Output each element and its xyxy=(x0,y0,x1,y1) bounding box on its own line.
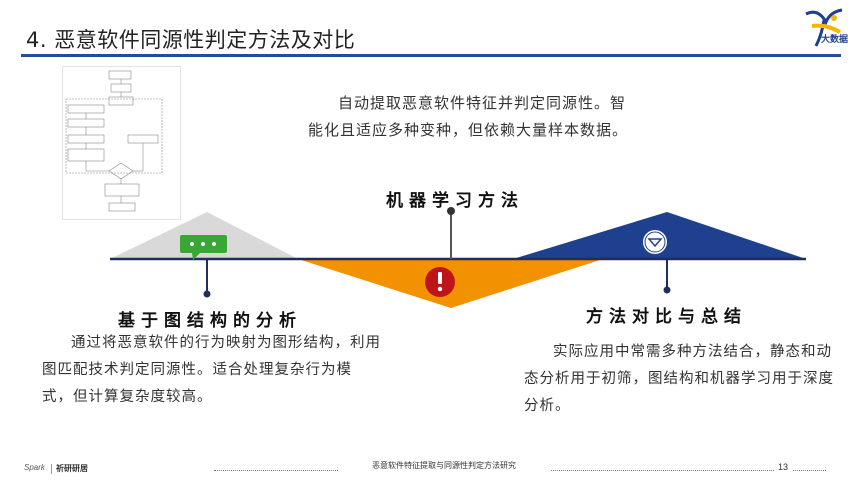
right-description: 实际应用中常需多种方法结合，静态和动态分析用于初筛，图结构和机器学习用于深度分析… xyxy=(524,344,834,414)
left-heading: 基于图结构的分析 xyxy=(118,311,302,331)
bigdata-logo-icon xyxy=(805,8,843,47)
right-pin-dot xyxy=(663,286,671,294)
center-description: 自动提取恶意软件特征并判定同源性。智能化且适应多种变种，但依赖大量样本数据。 xyxy=(308,94,629,139)
left-pin-dot xyxy=(203,290,211,298)
page-title: 4. 恶意软件同源性判定方法及对比 xyxy=(26,28,356,52)
chat-bubble-icon xyxy=(180,235,227,260)
left-description: 通过将恶意软件的行为映射为图形结构，利用图匹配技术判定同源性。适合处理复杂行为模… xyxy=(42,335,381,405)
center-heading: 机器学习方法 xyxy=(386,191,524,211)
right-heading: 方法对比与总结 xyxy=(586,307,747,327)
footer-separator xyxy=(51,464,52,474)
logo-label: 大数据 xyxy=(821,35,849,45)
center-pin-dot xyxy=(447,207,455,215)
page-number: 13 xyxy=(774,462,793,472)
warning-icon xyxy=(425,267,455,297)
footer-brand-cn: 祈研研居 xyxy=(56,463,88,473)
title-underline xyxy=(21,54,841,57)
footer-brand: Spark xyxy=(24,463,45,472)
chevron-down-icon xyxy=(643,230,667,254)
footer-title: 恶意软件特征提取与同源性判定方法研究 xyxy=(338,460,550,471)
flowchart-thumbnail xyxy=(62,66,181,220)
